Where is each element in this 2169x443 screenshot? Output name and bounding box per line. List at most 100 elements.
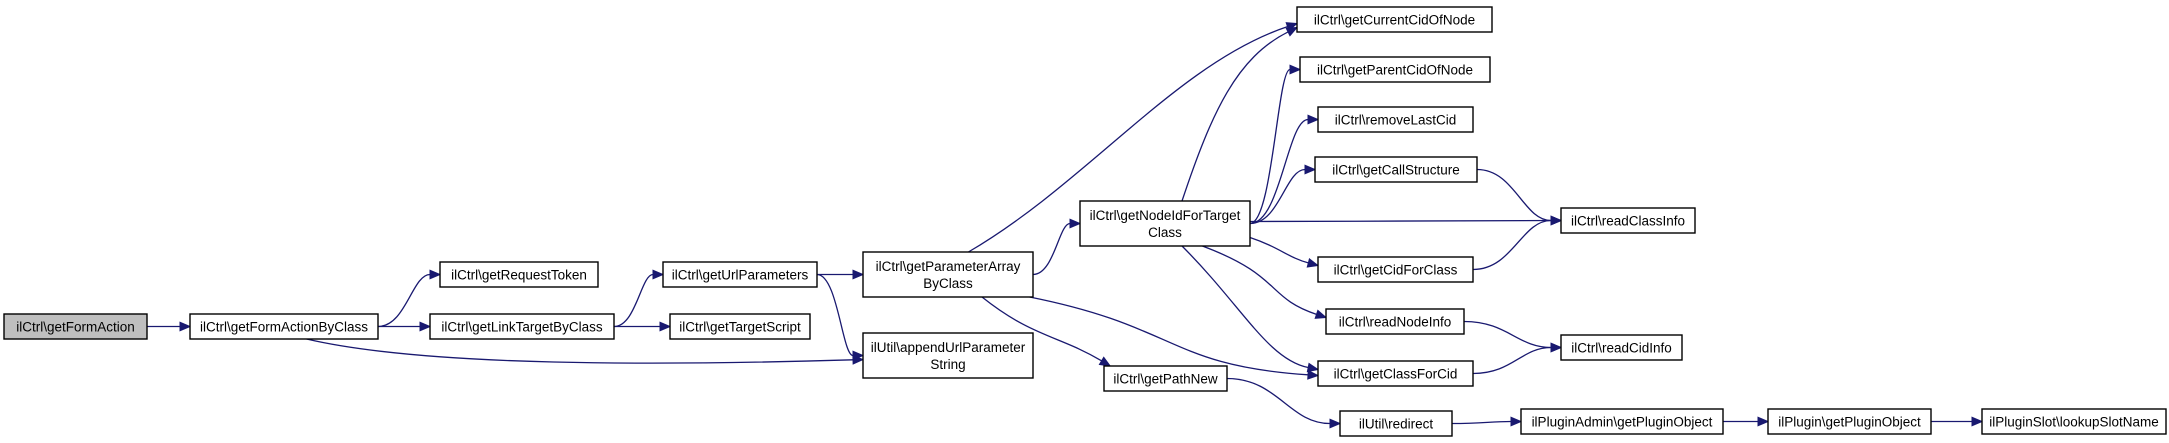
node-box bbox=[1767, 408, 1932, 435]
node-label: ilCtrl\getPathNew bbox=[1113, 372, 1218, 387]
edges-layer bbox=[147, 22, 1984, 429]
node-getFormActionByClass[interactable]: ilCtrl\getFormActionByClass bbox=[189, 313, 379, 340]
arrowhead bbox=[1306, 362, 1320, 373]
edge-line bbox=[1472, 219, 1552, 271]
edge-line bbox=[816, 273, 854, 357]
edge-line bbox=[613, 273, 654, 328]
edge-line bbox=[1476, 168, 1552, 222]
edge-getFormActionByClass-to-appendUrlParameterString bbox=[306, 338, 865, 365]
edge-line bbox=[1029, 296, 1309, 376]
edge-line bbox=[1249, 68, 1291, 225]
edge-line bbox=[1463, 320, 1552, 349]
node-label: ilCtrl\removeLastCid bbox=[1335, 113, 1457, 128]
node-label: ilCtrl\getFormAction bbox=[16, 320, 135, 335]
node-box bbox=[662, 261, 818, 288]
node-label: ilUtil\appendUrlParameter bbox=[871, 340, 1026, 355]
node-label: ilPluginSlot\lookupSlotName bbox=[1989, 415, 2159, 430]
node-box bbox=[3, 313, 148, 340]
node-readClassInfo[interactable]: ilCtrl\readClassInfo bbox=[1560, 207, 1696, 234]
node-readCidInfo[interactable]: ilCtrl\readCidInfo bbox=[1560, 334, 1683, 361]
node-getTargetScript[interactable]: ilCtrl\getTargetScript bbox=[669, 313, 811, 340]
node-label: ilPluginAdmin\getPluginObject bbox=[1532, 415, 1713, 430]
edge-line bbox=[1226, 377, 1331, 425]
arrowhead bbox=[1098, 356, 1112, 367]
edge-getClassForCid-to-readCidInfo bbox=[1472, 342, 1563, 375]
node-getPluginObjectAdmin[interactable]: ilPluginAdmin\getPluginObject bbox=[1520, 408, 1724, 435]
node-box bbox=[189, 313, 379, 340]
edge-line bbox=[1472, 346, 1552, 375]
node-box bbox=[1520, 408, 1724, 435]
node-getRequestToken[interactable]: ilCtrl\getRequestToken bbox=[439, 261, 599, 288]
arrowhead bbox=[1307, 369, 1320, 380]
arrowhead bbox=[1550, 215, 1563, 226]
node-getCidForClass[interactable]: ilCtrl\getCidForClass bbox=[1317, 256, 1474, 283]
arrowhead bbox=[1304, 164, 1317, 175]
edge-line bbox=[377, 273, 431, 328]
node-readNodeInfo[interactable]: ilCtrl\readNodeInfo bbox=[1325, 308, 1465, 335]
edge-getUrlParameters-to-getParameterArrayByClass bbox=[817, 269, 865, 280]
arrowhead bbox=[1306, 258, 1320, 268]
arrowhead bbox=[1550, 342, 1563, 353]
node-box bbox=[1079, 200, 1251, 247]
edge-line bbox=[306, 338, 854, 364]
edge-line bbox=[1202, 245, 1317, 315]
edge-getFormActionByClass-to-getRequestToken bbox=[377, 269, 442, 328]
node-label: Class bbox=[1148, 225, 1182, 240]
edge-getCidForClass-to-readClassInfo bbox=[1472, 215, 1563, 271]
edge-getCallStructure-to-readClassInfo bbox=[1476, 168, 1563, 226]
node-redirect[interactable]: ilUtil\redirect bbox=[1339, 410, 1453, 437]
node-box bbox=[1314, 156, 1478, 183]
node-getPathNew[interactable]: ilCtrl\getPathNew bbox=[1103, 365, 1228, 392]
node-box bbox=[1339, 410, 1453, 437]
node-box bbox=[1299, 56, 1491, 83]
node-label: ilCtrl\readCidInfo bbox=[1571, 341, 1672, 356]
node-label: ilCtrl\readNodeInfo bbox=[1339, 315, 1452, 330]
node-removeLastCid[interactable]: ilCtrl\removeLastCid bbox=[1317, 106, 1474, 133]
node-box bbox=[862, 332, 1034, 379]
edge-getNodeIdForTargetClass-to-readNodeInfo bbox=[1202, 245, 1328, 319]
node-box bbox=[862, 251, 1034, 298]
edge-getNodeIdForTargetClass-to-getParentCidOfNode bbox=[1249, 64, 1302, 225]
node-getCallStructure[interactable]: ilCtrl\getCallStructure bbox=[1314, 156, 1478, 183]
node-label: ilCtrl\getCurrentCidOfNode bbox=[1314, 13, 1475, 28]
edge-getNodeIdForTargetClass-to-getClassForCid bbox=[1181, 245, 1320, 373]
nodes-layer: ilCtrl\getFormAction ilCtrl\getFormAction… bbox=[3, 6, 2167, 437]
node-getCurrentCidOfNode[interactable]: ilCtrl\getCurrentCidOfNode bbox=[1296, 6, 1493, 33]
arrowhead bbox=[659, 321, 672, 332]
arrowhead bbox=[1510, 416, 1523, 427]
edge-getLinkTargetByClass-to-getTargetScript bbox=[614, 321, 672, 332]
node-getParentCidOfNode[interactable]: ilCtrl\getParentCidOfNode bbox=[1299, 56, 1491, 83]
edge-line bbox=[1249, 236, 1309, 264]
edge-getLinkTargetByClass-to-getUrlParameters bbox=[613, 269, 665, 328]
arrowhead bbox=[1289, 64, 1302, 75]
node-getUrlParameters[interactable]: ilCtrl\getUrlParameters bbox=[662, 261, 818, 288]
edge-line bbox=[981, 296, 1102, 362]
arrowhead bbox=[179, 321, 192, 332]
node-label: ilCtrl\getCidForClass bbox=[1334, 263, 1458, 278]
edge-redirect-to-getPluginObjectAdmin bbox=[1451, 416, 1523, 427]
node-lookupSlotName[interactable]: ilPluginSlot\lookupSlotName bbox=[1981, 408, 2167, 435]
node-box bbox=[439, 261, 599, 288]
node-getPluginObject[interactable]: ilPlugin\getPluginObject bbox=[1767, 408, 1932, 435]
node-getFormAction[interactable]: ilCtrl\getFormAction bbox=[3, 313, 148, 340]
edge-line bbox=[1451, 420, 1512, 425]
node-label: ilCtrl\getNodeIdForTarget bbox=[1090, 208, 1241, 223]
arrowhead bbox=[1285, 26, 1299, 37]
arrowhead bbox=[852, 350, 865, 361]
node-label: ilCtrl\getTargetScript bbox=[679, 320, 801, 335]
node-label: ilCtrl\readClassInfo bbox=[1571, 214, 1685, 229]
node-box bbox=[1317, 360, 1474, 387]
node-getLinkTargetByClass[interactable]: ilCtrl\getLinkTargetByClass bbox=[429, 313, 615, 340]
edge-line bbox=[1249, 118, 1309, 225]
node-getClassForCid[interactable]: ilCtrl\getClassForCid bbox=[1317, 360, 1474, 387]
edge-getParameterArrayByClass-to-getClassForCid bbox=[1029, 296, 1320, 380]
node-box bbox=[1103, 365, 1228, 392]
node-label: ilUtil\redirect bbox=[1359, 417, 1434, 432]
node-box bbox=[429, 313, 615, 340]
edge-line bbox=[968, 26, 1288, 253]
edge-getPluginObject-to-lookupSlotName bbox=[1931, 416, 1984, 427]
edge-line bbox=[1181, 245, 1309, 369]
